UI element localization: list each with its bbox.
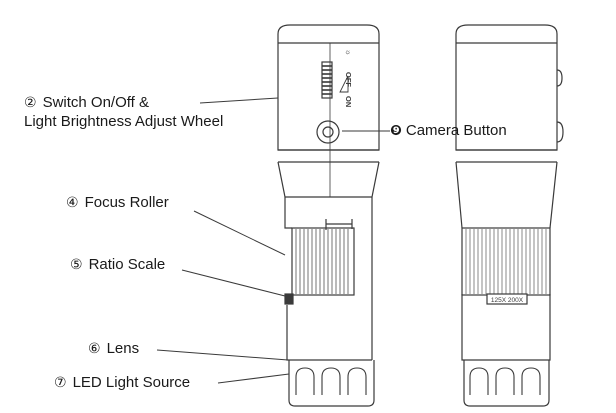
microscope-front-view [277,24,380,407]
focus-roller-ribs [295,229,349,294]
ratio-scale-text: 125X 200X [491,297,524,304]
power-icon: ☼ [344,49,353,56]
label-led: ⑦ LED Light Source [54,374,190,392]
label-switch-line2: Light Brightness Adjust Wheel [24,113,224,130]
camera-button-icon [316,120,340,144]
label-lens-text: Lens [106,340,140,357]
label-focus-text: Focus Roller [84,194,169,211]
switch-off-text: OFF [344,72,353,87]
switch-marking: OFF ON ☼ [344,49,353,107]
brightness-wheel [321,61,349,99]
label-ratio-number: ⑤ [70,257,83,273]
label-switch-second-line: Light Brightness Adjust Wheel [24,113,223,131]
microscope-side-view [455,24,564,407]
label-switch: ② Switch On/Off & [24,94,149,112]
label-ratio: ⑤ Ratio Scale [70,256,165,274]
label-ratio-text: Ratio Scale [88,256,166,273]
label-lens-number: ⑥ [88,341,101,357]
label-camera-number: ❾ [390,123,402,139]
label-focus: ④ Focus Roller [66,194,169,212]
side-roller-ribs [465,229,547,294]
leader-lines [156,97,390,384]
label-switch-number: ② [24,95,37,111]
label-focus-number: ④ [66,195,79,211]
label-camera-text: Camera Button [405,122,507,139]
label-led-text: LED Light Source [72,374,191,391]
switch-on-text: ON [344,96,353,107]
label-lens: ⑥ Lens [88,340,139,358]
label-switch-line1: Switch On/Off & [42,94,149,111]
label-led-number: ⑦ [54,375,67,391]
